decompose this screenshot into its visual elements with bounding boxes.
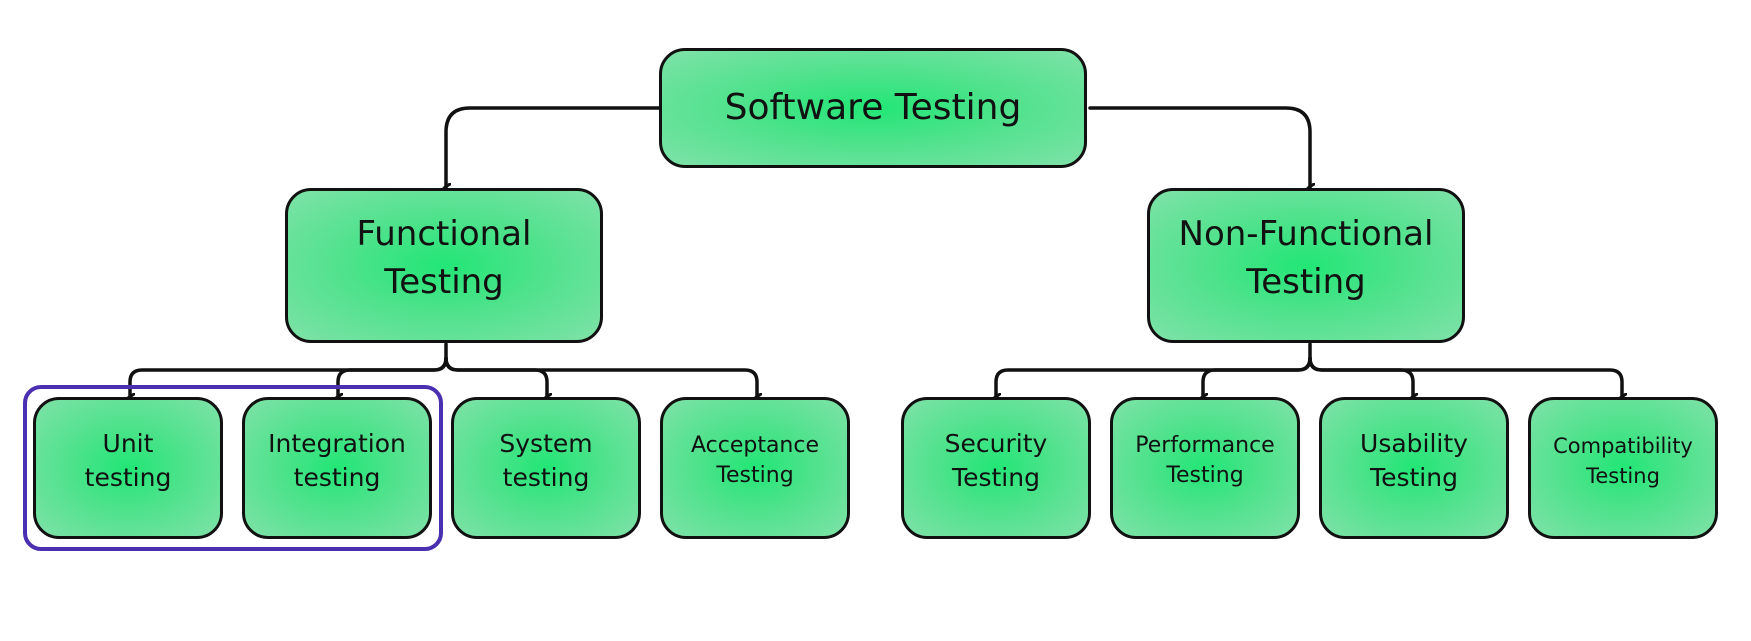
node-non-functional-testing: Non-Functional Testing (1147, 188, 1465, 343)
node-unit-testing: Unit testing (33, 397, 223, 539)
connector-functional-system (444, 356, 547, 398)
node-functional-testing: Functional Testing (285, 188, 603, 343)
connector-nonfunctional-compatibility (1308, 356, 1622, 398)
node-system-testing: System testing (451, 397, 641, 539)
node-acceptance-testing: Acceptance Testing (660, 397, 850, 539)
connector-functional-acceptance (444, 356, 757, 398)
connector-nonfunctional-performance (1203, 356, 1312, 398)
connector-functional-integration (338, 356, 448, 398)
unit-integration-highlight (23, 385, 443, 551)
connector-root-nonfunctional (1088, 106, 1310, 188)
node-usability-testing: Usability Testing (1319, 397, 1509, 539)
node-software-testing: Software Testing (659, 48, 1087, 168)
node-security-testing: Security Testing (901, 397, 1091, 539)
node-performance-testing: Performance Testing (1110, 397, 1300, 539)
node-compatibility-testing: Compatibility Testing (1528, 397, 1718, 539)
connector-nonfunctional-usability (1308, 356, 1413, 398)
node-integration-testing: Integration testing (242, 397, 432, 539)
connector-root-functional (446, 106, 667, 188)
